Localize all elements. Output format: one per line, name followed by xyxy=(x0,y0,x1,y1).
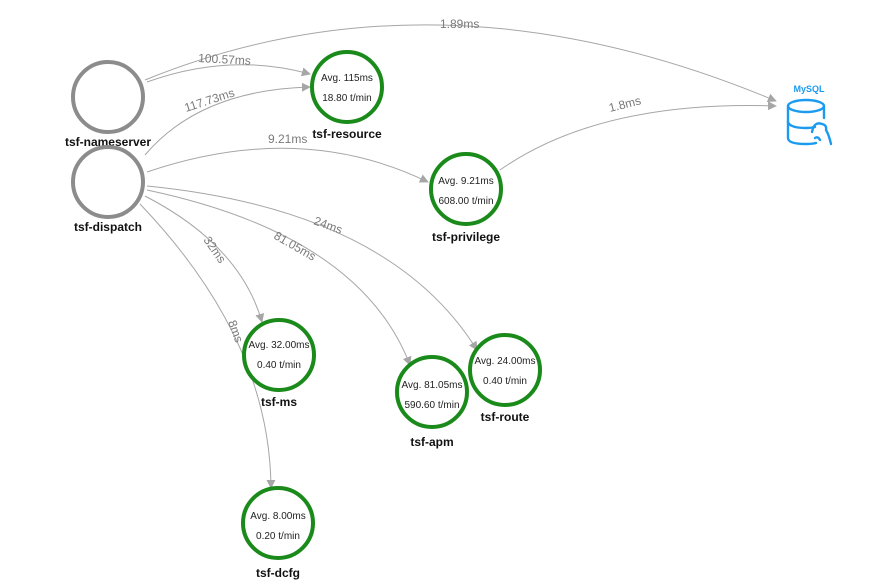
node-name: tsf-ms xyxy=(261,395,297,409)
edge-latency-label: 9.21ms xyxy=(268,132,307,146)
throughput: 590.60 t/min xyxy=(404,400,459,411)
external-service-ring xyxy=(71,60,145,134)
healthy-service-ring xyxy=(310,50,384,124)
node-name: tsf-route xyxy=(481,410,530,424)
edge-dispatch-route[interactable]: 24ms xyxy=(146,185,478,351)
edge-latency-label: 100.57ms xyxy=(198,51,251,68)
database-icon xyxy=(786,98,833,146)
node-name: tsf-nameserver xyxy=(65,135,151,149)
edge-dispatch-privilege[interactable]: 9.21ms xyxy=(146,132,429,183)
avg-latency: Avg. 24.00ms xyxy=(475,356,536,367)
healthy-service-ring xyxy=(241,486,315,560)
node-name: tsf-privilege xyxy=(432,230,500,244)
throughput: 0.20 t/min xyxy=(256,531,300,542)
database-label: MySQL xyxy=(793,84,825,94)
avg-latency: Avg. 81.05ms xyxy=(402,380,463,391)
edge-latency-label: 1.8ms xyxy=(607,93,642,114)
node-tsf-apm[interactable]: Avg. 81.05ms 590.60 t/min tsf-apm xyxy=(395,355,469,449)
node-name: tsf-dcfg xyxy=(256,566,300,580)
throughput: 18.80 t/min xyxy=(322,93,371,104)
edge-nameserver-resource[interactable]: 100.57ms xyxy=(146,51,311,83)
edge-latency-label: 32ms xyxy=(201,234,229,266)
node-name: tsf-resource xyxy=(312,127,382,141)
node-name: tsf-apm xyxy=(410,435,453,449)
node-tsf-dcfg[interactable]: Avg. 8.00ms 0.20 t/min tsf-dcfg xyxy=(241,486,315,580)
edge-nameserver-mysql[interactable]: 1.89ms xyxy=(144,17,777,103)
node-tsf-privilege[interactable]: Avg. 9.21ms 608.00 t/min tsf-privilege xyxy=(429,152,503,244)
node-tsf-route[interactable]: Avg. 24.00ms 0.40 t/min tsf-route xyxy=(468,333,542,424)
healthy-service-ring xyxy=(242,318,316,392)
node-tsf-dispatch[interactable]: tsf-dispatch xyxy=(71,145,145,234)
node-mysql[interactable]: MySQL xyxy=(786,84,833,146)
external-service-ring xyxy=(71,145,145,219)
edge-dispatch-ms[interactable]: 32ms xyxy=(144,195,265,323)
edge-latency-label: 24ms xyxy=(312,214,344,237)
node-name: tsf-dispatch xyxy=(74,220,142,234)
avg-latency: Avg. 115ms xyxy=(321,73,373,84)
healthy-service-ring xyxy=(429,152,503,226)
edge-latency-label: 8ms xyxy=(225,318,246,344)
avg-latency: Avg. 32.00ms xyxy=(249,340,310,351)
throughput: 608.00 t/min xyxy=(438,196,493,207)
node-tsf-nameserver[interactable]: tsf-nameserver xyxy=(65,60,151,149)
throughput: 0.40 t/min xyxy=(257,360,301,371)
healthy-service-ring xyxy=(395,355,469,429)
node-tsf-resource[interactable]: Avg. 115ms 18.80 t/min tsf-resource xyxy=(310,50,384,141)
node-tsf-ms[interactable]: Avg. 32.00ms 0.40 t/min tsf-ms xyxy=(242,318,316,409)
healthy-service-ring xyxy=(468,333,542,407)
avg-latency: Avg. 8.00ms xyxy=(250,511,305,522)
edge-latency-label: 81.05ms xyxy=(272,228,319,263)
throughput: 0.40 t/min xyxy=(483,376,527,387)
edge-privilege-mysql[interactable]: 1.8ms xyxy=(499,93,777,171)
edge-latency-label: 1.89ms xyxy=(440,17,479,31)
edge-latency-label: 117.73ms xyxy=(183,86,237,115)
avg-latency: Avg. 9.21ms xyxy=(438,176,493,187)
